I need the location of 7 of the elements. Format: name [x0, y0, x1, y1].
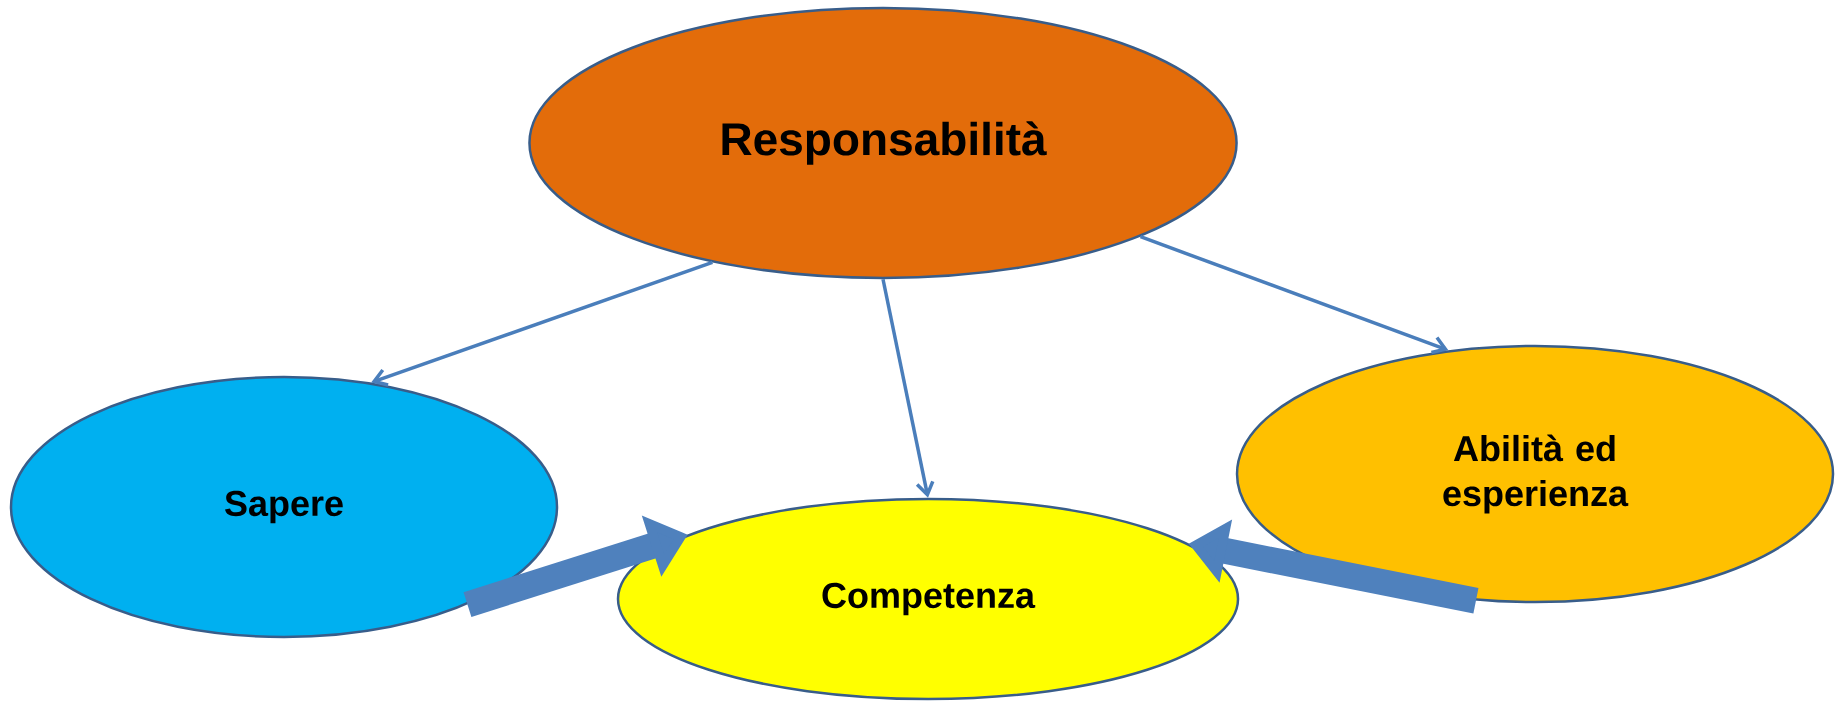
arrow	[1139, 235, 1449, 355]
arrow	[881, 278, 935, 498]
ellipse-node: Competenza	[616, 497, 1240, 701]
ellipse-node: Sapere	[9, 375, 559, 639]
arrow	[371, 260, 713, 387]
ellipse-node: Responsabilità	[528, 6, 1238, 280]
ellipse-node: Abilità ed esperienza	[1235, 344, 1835, 604]
